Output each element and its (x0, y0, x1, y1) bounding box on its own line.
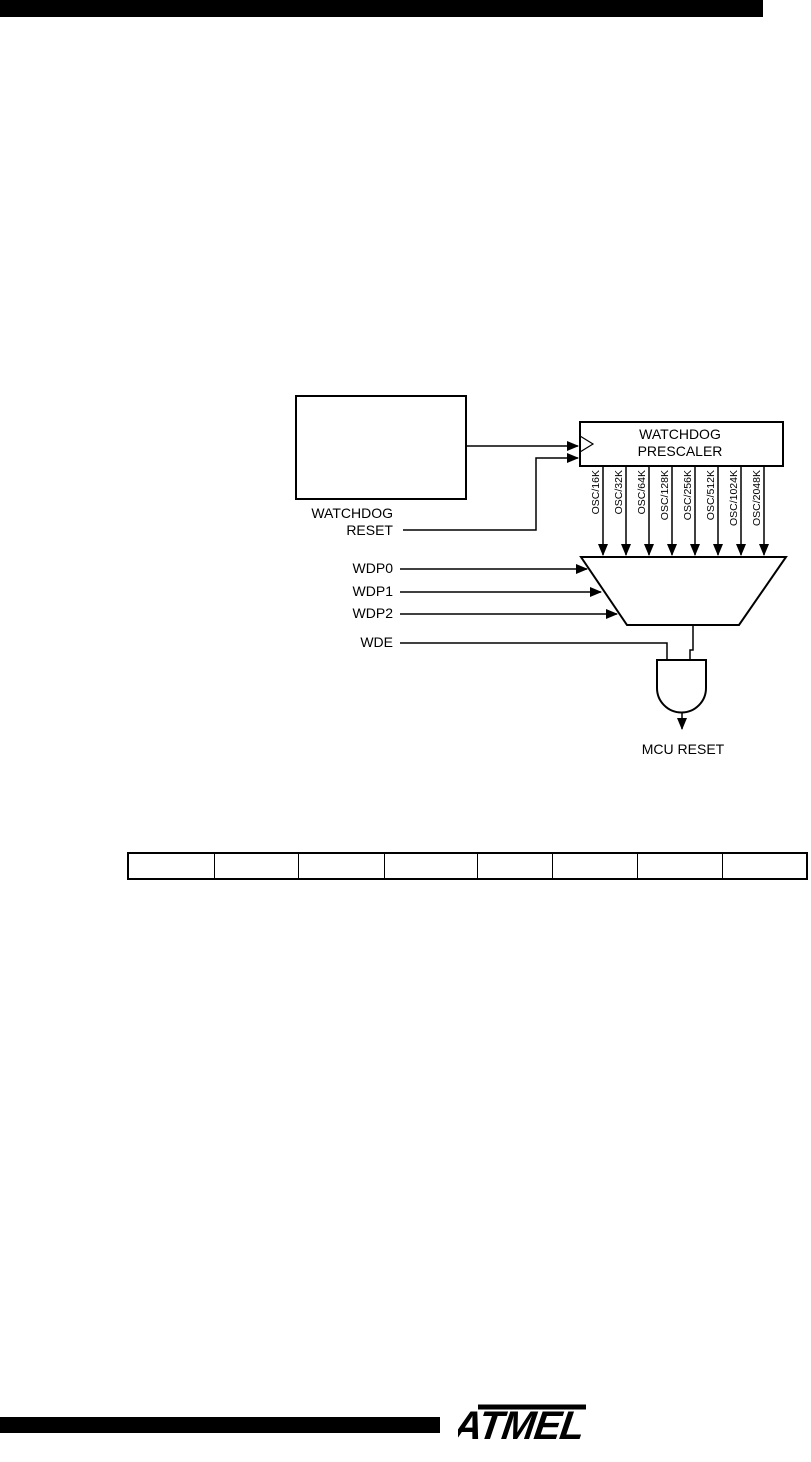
register-cell (385, 854, 478, 878)
tap-label: OSC/2048K (751, 470, 763, 526)
wdp1-label: WDP1 (353, 583, 394, 599)
footer-rule (0, 1417, 440, 1433)
prescaler-label-line2: PRESCALER (638, 443, 723, 459)
register-cell (129, 854, 215, 878)
tap-label: OSC/64K (636, 470, 648, 514)
tap-label: OSC/128K (659, 470, 671, 520)
multiplexer (579, 556, 788, 626)
atmel-logo: ATMEL (458, 1403, 587, 1446)
and-gate (656, 659, 707, 714)
tap-label: OSC/1024K (728, 470, 740, 526)
register-cell (215, 854, 299, 878)
wdp2-label: WDP2 (353, 605, 394, 621)
watchdog-reset-label-line1: WATCHDOG (311, 505, 393, 521)
atmel-logo-text: ATMEL (458, 1403, 587, 1446)
wde-label: WDE (360, 634, 393, 650)
mcu-reset-label: MCU RESET (642, 741, 725, 757)
watchdog-reset-label-line2: RESET (346, 522, 393, 538)
watchdog-reset-line (403, 453, 579, 531)
prescaler-label-line1: WATCHDOG (639, 426, 721, 442)
oscillator-box (295, 395, 467, 500)
register-cell (478, 854, 553, 878)
watchdog-timer-diagram: WATCHDOG PRESCALER WATCHDOG RESET OSC/16… (295, 395, 788, 757)
register-cell (299, 854, 385, 878)
wde-line (400, 642, 668, 660)
tap-label: OSC/32K (613, 470, 625, 514)
prescaler-box (579, 421, 784, 467)
mux-output-line (689, 625, 694, 660)
register-cell (723, 854, 807, 878)
tap-label: OSC/512K (705, 470, 717, 520)
register-cell (638, 854, 723, 878)
prescaler-taps: OSC/16K OSC/32K OSC/64K OSC/128K OSC/256K OSC… (590, 466, 769, 556)
clock-input-triangle (579, 435, 595, 453)
tap-label: OSC/256K (682, 470, 694, 520)
wdp0-label: WDP0 (353, 560, 394, 576)
register-cell (553, 854, 639, 878)
header-rule (0, 0, 763, 17)
tap-label: OSC/16K (590, 470, 602, 514)
register-bit-table (127, 852, 808, 880)
